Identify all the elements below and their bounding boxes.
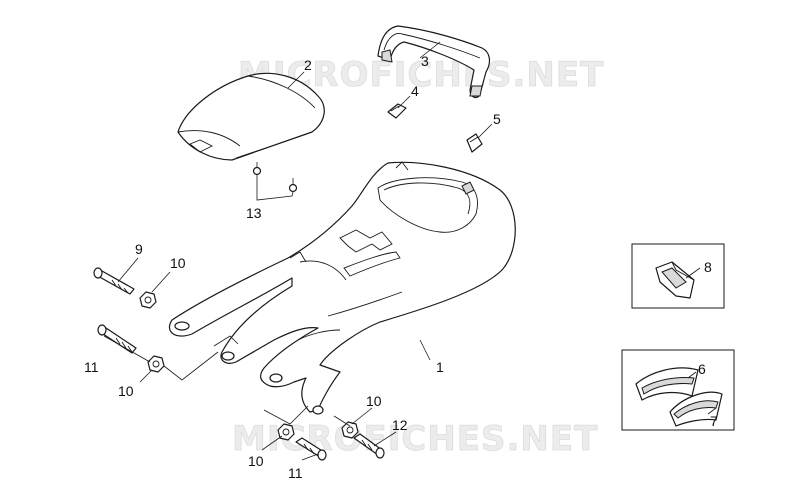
watermark-bottom: MICROFICHES.NET bbox=[232, 419, 598, 459]
nut-part-10-upper bbox=[139, 291, 157, 309]
nut-part-10-left bbox=[147, 355, 165, 373]
detail-box-parts-6-7 bbox=[621, 349, 735, 431]
callout-4: 4 bbox=[411, 83, 419, 99]
detail-box-part-8 bbox=[631, 243, 725, 309]
callout-8: 8 bbox=[704, 259, 712, 275]
bolt-part-9 bbox=[93, 267, 135, 295]
bolt-part-11-left bbox=[97, 324, 137, 354]
nut-part-10-bottom-right bbox=[341, 421, 359, 439]
callout-labels: 2 3 4 5 13 9 10 11 10 1 8 6 7 10 12 10 1… bbox=[84, 53, 718, 481]
callout-11-bottom: 11 bbox=[288, 465, 303, 481]
callout-10-upper: 10 bbox=[170, 255, 186, 271]
clip-part-5 bbox=[466, 133, 483, 153]
grab-handle-part-3 bbox=[377, 25, 491, 99]
callout-13: 13 bbox=[246, 205, 262, 221]
bolt-part-12 bbox=[353, 433, 385, 459]
callout-10-bottom-right: 10 bbox=[366, 393, 382, 409]
callout-6: 6 bbox=[698, 361, 706, 377]
seat-part-2 bbox=[177, 72, 325, 193]
bolt-part-11-bottom bbox=[295, 437, 327, 461]
callout-3: 3 bbox=[421, 53, 429, 69]
callout-1: 1 bbox=[436, 359, 444, 375]
callout-2: 2 bbox=[304, 57, 312, 73]
callout-11-left: 11 bbox=[84, 359, 99, 375]
callout-5: 5 bbox=[493, 111, 501, 127]
leader-lines bbox=[103, 41, 717, 461]
callout-10-bottom-left: 10 bbox=[248, 453, 264, 469]
clip-part-4 bbox=[387, 103, 407, 119]
callout-9: 9 bbox=[135, 241, 143, 257]
callout-12: 12 bbox=[392, 417, 408, 433]
callout-10-left: 10 bbox=[118, 383, 134, 399]
callout-7: 7 bbox=[710, 413, 718, 429]
tail-fairing-part-1 bbox=[168, 161, 516, 415]
